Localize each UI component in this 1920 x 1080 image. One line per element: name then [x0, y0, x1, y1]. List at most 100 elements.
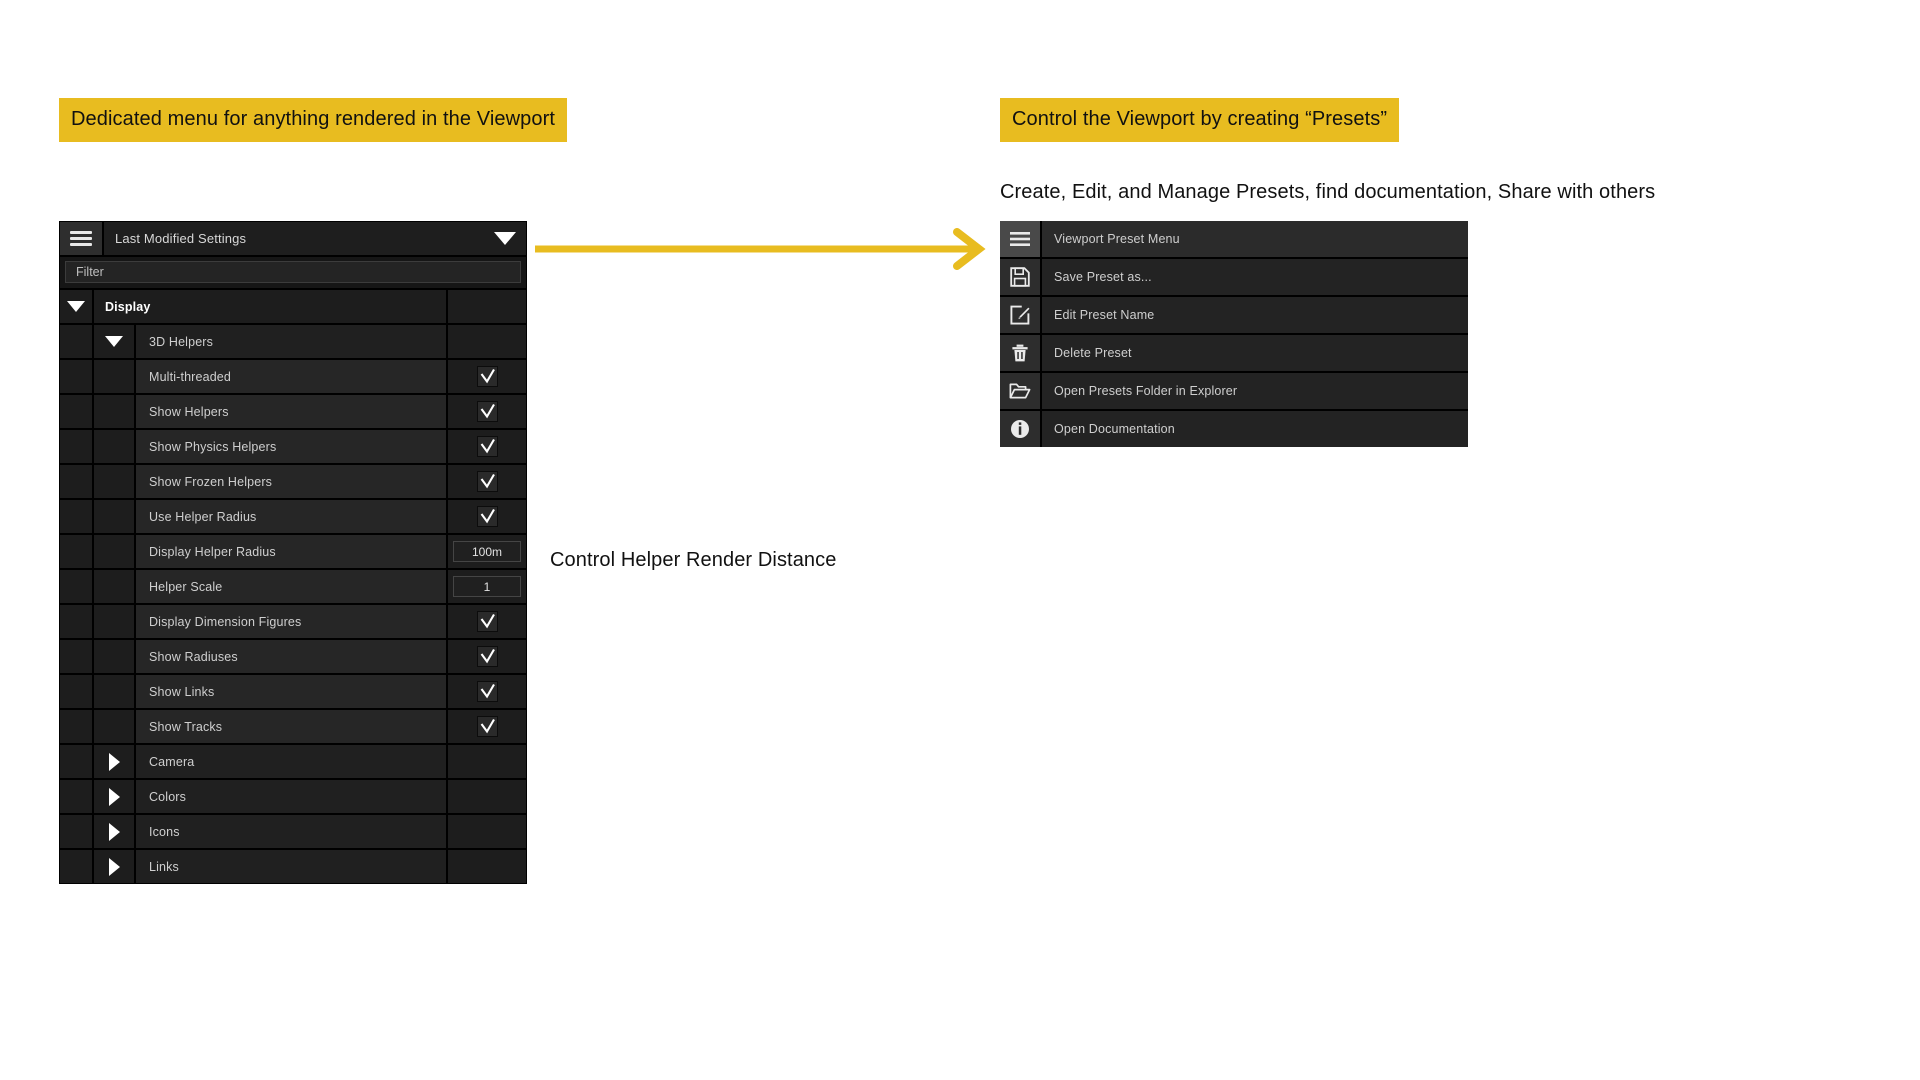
settings-row-label: 3D Helpers [136, 325, 446, 358]
checkbox-checked-icon[interactable] [476, 471, 498, 492]
row-indent-gutter-1 [60, 745, 94, 778]
row-indent-gutter-1 [60, 570, 94, 603]
row-indent-gutter-2 [94, 465, 136, 498]
settings-row[interactable]: Show Helpers [60, 395, 526, 430]
preset-menu-item-icon-cell[interactable] [1000, 373, 1042, 409]
settings-row-label: Camera [136, 745, 446, 778]
triangle-right-icon [108, 752, 120, 771]
preset-menu-item[interactable]: Delete Preset [1000, 335, 1468, 373]
checkbox-checked-icon[interactable] [476, 716, 498, 737]
settings-row[interactable]: Show Frozen Helpers [60, 465, 526, 500]
settings-row[interactable]: Camera [60, 745, 526, 780]
checkbox-checked-icon[interactable] [476, 611, 498, 632]
row-indent-gutter-2 [94, 605, 136, 638]
settings-row-label: Helper Scale [136, 570, 446, 603]
trash-icon [1010, 343, 1030, 363]
number-value[interactable]: 1 [453, 576, 521, 597]
row-indent-gutter-1 [60, 780, 94, 813]
settings-row[interactable]: Show Physics Helpers [60, 430, 526, 465]
settings-row[interactable]: Links [60, 850, 526, 883]
checkbox-checked-icon[interactable] [476, 366, 498, 387]
row-indent-gutter-1 [60, 360, 94, 393]
settings-row-checkbox[interactable] [446, 430, 526, 463]
triangle-down-icon [67, 301, 85, 312]
settings-row-label: Show Helpers [136, 395, 446, 428]
settings-row-checkbox[interactable] [446, 500, 526, 533]
preset-menu-item[interactable]: Edit Preset Name [1000, 297, 1468, 335]
preset-menu-item-icon-cell[interactable] [1000, 411, 1042, 447]
row-indent-gutter-2[interactable] [94, 815, 136, 848]
settings-row[interactable]: Icons [60, 815, 526, 850]
settings-row-checkbox[interactable] [446, 395, 526, 428]
settings-row[interactable]: 3D Helpers [60, 325, 526, 360]
settings-row-control-empty [446, 815, 526, 848]
settings-row-checkbox[interactable] [446, 675, 526, 708]
settings-row-checkbox[interactable] [446, 605, 526, 638]
info-circle-icon [1010, 419, 1030, 439]
settings-row[interactable]: Multi-threaded [60, 360, 526, 395]
triangle-right-icon [108, 787, 120, 806]
row-indent-gutter-2 [94, 430, 136, 463]
settings-row[interactable]: Show Radiuses [60, 640, 526, 675]
preset-menu-item[interactable]: Open Documentation [1000, 411, 1468, 447]
preset-menu-item-label: Save Preset as... [1054, 270, 1152, 284]
settings-row-label: Use Helper Radius [136, 500, 446, 533]
preset-menu-item-icon-cell[interactable] [1000, 297, 1042, 333]
number-value[interactable]: 100m [453, 541, 521, 562]
settings-row-label: Show Tracks [136, 710, 446, 743]
triangle-down-icon [105, 336, 123, 347]
settings-row-checkbox[interactable] [446, 710, 526, 743]
settings-row[interactable]: Show Links [60, 675, 526, 710]
settings-row[interactable]: Helper Scale 1 [60, 570, 526, 605]
settings-row-checkbox[interactable] [446, 640, 526, 673]
settings-row[interactable]: Show Tracks [60, 710, 526, 745]
row-indent-gutter-1 [60, 850, 94, 883]
checkbox-checked-icon[interactable] [476, 646, 498, 667]
settings-menu-button[interactable] [60, 222, 104, 255]
row-indent-gutter-1 [60, 815, 94, 848]
settings-row-label: Show Frozen Helpers [136, 465, 446, 498]
save-floppy-icon [1010, 267, 1030, 287]
settings-row[interactable]: Colors [60, 780, 526, 815]
preset-menu-item[interactable]: Open Presets Folder in Explorer [1000, 373, 1468, 411]
checkbox-checked-icon[interactable] [476, 436, 498, 457]
settings-row-checkbox[interactable] [446, 360, 526, 393]
settings-row-control-empty [446, 325, 526, 358]
checkbox-checked-icon[interactable] [476, 681, 498, 702]
row-indent-gutter-2 [94, 535, 136, 568]
preset-menu-item-icon-cell[interactable] [1000, 221, 1042, 257]
settings-row[interactable]: Use Helper Radius [60, 500, 526, 535]
preset-menu-item-icon-cell[interactable] [1000, 335, 1042, 371]
settings-row-checkbox[interactable] [446, 465, 526, 498]
settings-row[interactable]: Display Dimension Figures [60, 605, 526, 640]
settings-row-label: Show Links [136, 675, 446, 708]
preset-selector-dropdown[interactable]: Last Modified Settings [104, 222, 526, 255]
filter-input[interactable]: Filter [65, 261, 521, 283]
row-indent-gutter-1 [60, 605, 94, 638]
row-indent-gutter-2[interactable] [94, 745, 136, 778]
settings-row-label: Colors [136, 780, 446, 813]
row-indent-gutter-2[interactable] [94, 325, 136, 358]
row-indent-gutter-2 [94, 395, 136, 428]
preset-menu-item[interactable]: Save Preset as... [1000, 259, 1468, 297]
checkbox-checked-icon[interactable] [476, 506, 498, 527]
checkbox-checked-icon[interactable] [476, 401, 498, 422]
settings-row[interactable]: Display [60, 290, 526, 325]
row-indent-gutter-1[interactable] [60, 290, 94, 323]
preset-menu-item[interactable]: Viewport Preset Menu [1000, 221, 1468, 259]
settings-row-number-field[interactable]: 1 [446, 570, 526, 603]
triangle-right-icon [108, 857, 120, 876]
callout-banner-right: Control the Viewport by creating “Preset… [1000, 98, 1400, 142]
settings-row-control-empty [446, 850, 526, 883]
row-indent-gutter-1 [60, 640, 94, 673]
filter-row: Filter [60, 257, 526, 290]
callout-banner-left: Dedicated menu for anything rendered in … [59, 98, 568, 142]
row-indent-gutter-2[interactable] [94, 780, 136, 813]
preset-menu-item-label: Viewport Preset Menu [1042, 221, 1468, 257]
settings-row-label: Show Physics Helpers [136, 430, 446, 463]
settings-row-number-field[interactable]: 100m [446, 535, 526, 568]
row-indent-gutter-2[interactable] [94, 850, 136, 883]
preset-menu-item-icon-cell[interactable] [1000, 259, 1042, 295]
